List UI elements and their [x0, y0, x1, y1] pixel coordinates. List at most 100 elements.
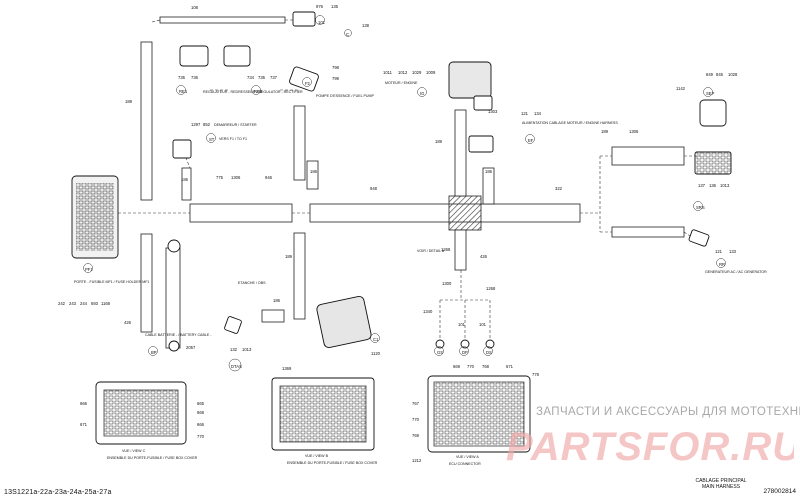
ref-1120: 1120 [371, 351, 381, 356]
ref-186-c: 186 [485, 169, 493, 174]
label-view-b: VUE / VIEW B [305, 454, 329, 458]
label-view-a-note: ECU CONNECTOR [449, 462, 481, 466]
ref-946: 946 [265, 175, 273, 180]
ref-186-b: 186 [310, 169, 318, 174]
detail-views [95, 375, 531, 453]
title-en: MAIN HARNESS [701, 484, 741, 490]
ref-1306: 1306 [231, 175, 241, 180]
ref-1011: 1011 [383, 70, 393, 75]
ref-770: 770 [467, 364, 475, 369]
ref-242: 242 [58, 301, 66, 306]
reference-numbers: 108 976 135 101 138 C 189 735 736 RE1 73… [58, 4, 738, 463]
watermark: ЗАПЧАСТИ И АКСЕССУАРЫ ДЛЯ МОТОТЕХНИКИ PA… [500, 400, 800, 480]
ref-669: 669 [453, 364, 461, 369]
ref-666-b: 666 [197, 422, 205, 427]
ref-1369: 1369 [282, 366, 292, 371]
ref-ef: EF [528, 138, 534, 143]
ref-1297: 1297 [191, 122, 201, 127]
ref-1300: 1300 [442, 281, 452, 286]
ref-1340: 1340 [423, 309, 433, 314]
label-fuel-pump: POMPE D'ESSENCE / FUEL PUMP [316, 94, 374, 98]
ref-1268-low: 1268 [486, 286, 496, 291]
ref-693: 693 [91, 301, 99, 306]
ref-137: 137 [698, 183, 706, 188]
ref-735b: 735 [258, 75, 266, 80]
ref-108: 108 [191, 5, 199, 10]
ref-136: 136 [709, 183, 717, 188]
ref-186-d: 186 [273, 298, 281, 303]
ref-f2: F2 [305, 81, 311, 86]
ref-135: 135 [331, 4, 339, 9]
component-labels: REGULATEUR - REDRESSEUR / REGULATOR - RE… [74, 81, 767, 466]
ref-1013-low: 1013 [242, 347, 252, 352]
ref-770-b: 770 [412, 417, 420, 422]
ref-dtas: DTAS [231, 364, 242, 369]
label-detail-a: VOIR / DETAIL A [417, 249, 445, 253]
ref-244: 244 [80, 301, 88, 306]
ref-1142: 1142 [676, 86, 686, 91]
ref-1212: 1212 [412, 458, 422, 463]
title-fr: CABLAGE PRINCIPAL [695, 478, 747, 484]
ref-734: 734 [247, 75, 255, 80]
ref-735: 735 [178, 75, 186, 80]
ref-1303: 1303 [488, 109, 498, 114]
label-battery-cable: CABLE BATTERIE - / BATTERY CABLE - [145, 333, 212, 337]
ref-c1: C1 [373, 337, 379, 342]
ref-322: 322 [555, 186, 563, 191]
ref-st: ST [209, 137, 215, 142]
label-view-c-note: ENSEMBLE DU PORTE-FUSIBLE / FUSE BOX COV… [107, 456, 198, 460]
ref-666: 666 [80, 401, 88, 406]
ref-1268: 1268 [441, 247, 451, 252]
ref-101-b: 101 [479, 322, 487, 327]
ref-668: 668 [197, 410, 205, 415]
ref-189-low: 189 [285, 254, 293, 259]
ref-re2: RE2 [254, 89, 263, 94]
ref-1306-right: 1306 [629, 129, 639, 134]
ref-775: 775 [216, 175, 224, 180]
ref-770-c: 770 [197, 434, 205, 439]
ref-671-b: 671 [80, 422, 88, 427]
ref-re1: RE1 [179, 89, 188, 94]
ref-1013: 1013 [720, 183, 730, 188]
document-code: 278002814 [763, 488, 796, 495]
ref-845: 845 [716, 72, 724, 77]
ref-671: 671 [506, 364, 514, 369]
label-view-c: VUE / VIEW C [122, 449, 146, 453]
harness-main-trunk [140, 16, 685, 349]
ref-121-gen: 121 [715, 249, 723, 254]
ref-189-right: 189 [601, 129, 609, 134]
label-view-b-note: ENSEMBLE DU PORTE-FUSIBLE / FUSE BOX COV… [287, 461, 378, 465]
ref-736: 736 [191, 75, 199, 80]
ref-2057: 2057 [186, 345, 196, 350]
ref-134: 134 [534, 111, 542, 116]
ref-121: 121 [521, 111, 529, 116]
ref-1012: 1012 [398, 70, 408, 75]
ref-426-left: 426 [124, 320, 132, 325]
ref-737: 737 [270, 75, 278, 80]
label-to-f1: VERS F1 / TO F1 [219, 137, 247, 141]
ref-189-mid: 189 [435, 139, 443, 144]
ref-132: 132 [230, 347, 238, 352]
ref-101: 101 [318, 20, 326, 25]
ref-138: 138 [362, 23, 370, 28]
ref-976: 976 [316, 4, 324, 9]
ref-srs: SRS [696, 205, 705, 210]
watermark-text: ЗАПЧАСТИ И АКСЕССУАРЫ ДЛЯ МОТОТЕХНИКИ [536, 406, 800, 418]
ref-769: 769 [412, 433, 420, 438]
label-engine-harness: ALIMENTATION CABLAGE MOTEUR / ENGINE HAR… [522, 121, 618, 125]
label-view-a: VUE / VIEW A [456, 455, 479, 459]
callout-circles [83, 15, 726, 372]
label-regulator: REGULATEUR - REDRESSEUR / REGULATOR - RE… [203, 90, 303, 94]
ref-pf1: PF1 [85, 267, 93, 272]
label-starter: DEMARREUR / STARTER [214, 123, 257, 127]
ref-rr: RR [719, 262, 725, 267]
ref-1028: 1028 [728, 72, 738, 77]
ref-c: C [346, 32, 349, 37]
ref-bp: BP [151, 350, 157, 355]
ref-1009: 1009 [426, 70, 436, 75]
ref-849: 849 [706, 72, 714, 77]
ref-186-a: 186 [181, 177, 189, 182]
ref-ig: IG [420, 91, 424, 96]
ref-948: 948 [370, 186, 378, 191]
